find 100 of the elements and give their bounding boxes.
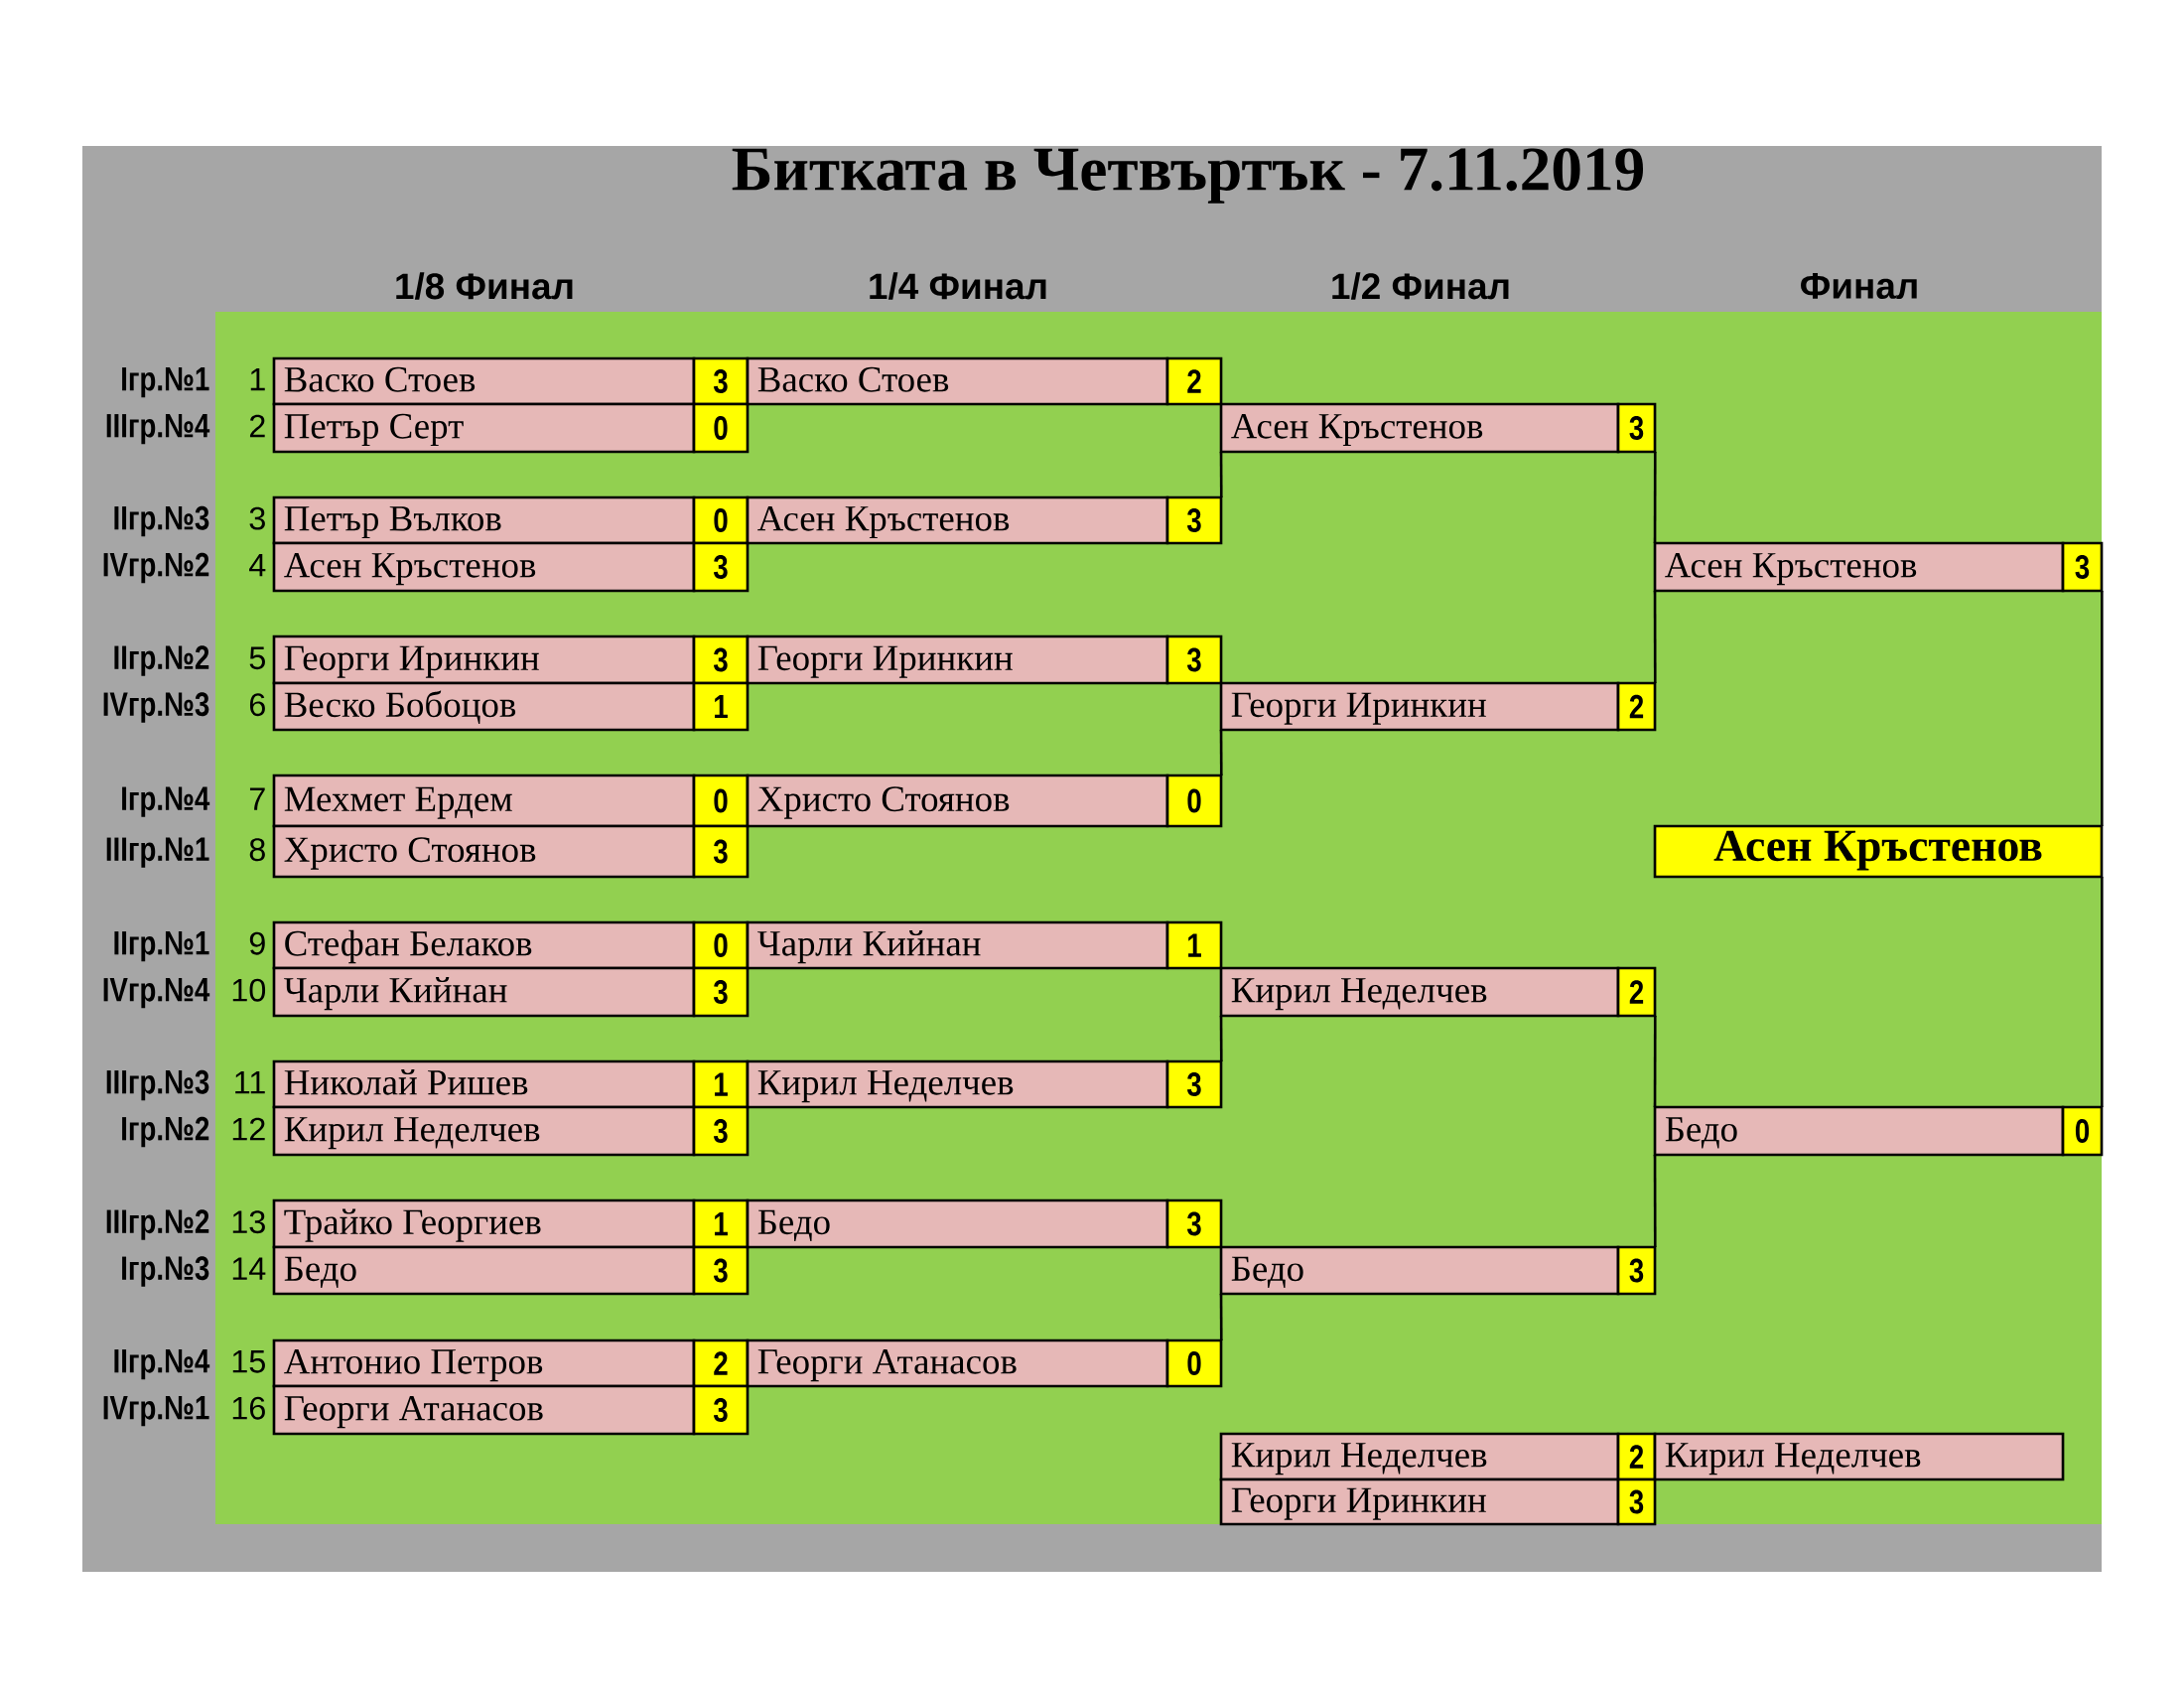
player-name-cell: Кирил Неделчев (1219, 1432, 1620, 1481)
title: Битката в Четвъртък - 7.11.2019 (732, 148, 1644, 204)
seed-number: 5 (249, 646, 265, 670)
player-name-cell: Георги Атанасов (746, 1338, 1169, 1388)
group-label: Iгр.№4 (122, 786, 210, 817)
player-name-cell: Бедо (1219, 1245, 1620, 1296)
group-label: IVгр.№4 (103, 978, 210, 1009)
score-cell: 0 (692, 495, 750, 545)
connector-line (2100, 877, 2104, 1107)
group-label: IIгр.№2 (114, 645, 209, 676)
score-cell: 3 (2061, 541, 2104, 593)
player-name-cell: Кирил Неделчев (1653, 1432, 2065, 1481)
group-label: IVгр.№2 (103, 552, 209, 584)
connector-line (1653, 452, 1657, 543)
group-label: Iгр.№3 (122, 1256, 209, 1287)
group-label: IVгр.№3 (103, 692, 209, 723)
score-cell: 0 (692, 774, 750, 828)
player-name-cell: Антонио Петров (272, 1338, 696, 1388)
score-cell: 3 (1616, 1245, 1657, 1296)
seed-number: 16 (232, 1396, 265, 1420)
player-name-cell: Чарли Кийнан (272, 966, 696, 1018)
score-cell: 1 (692, 681, 750, 732)
player-name-cell: Георги Иринкин (1219, 681, 1620, 732)
score-cell: 1 (692, 1198, 750, 1249)
connector-line (2100, 591, 2104, 826)
player-name-cell: Васко Стоев (272, 356, 696, 406)
player-name-cell: Георги Иринкин (1219, 1477, 1620, 1526)
seed-number: 15 (232, 1350, 265, 1373)
score-cell: 3 (692, 1245, 750, 1296)
score-cell: 0 (1165, 774, 1223, 828)
player-name-cell: Николай Ришев (272, 1059, 696, 1109)
score-cell: 3 (1165, 1059, 1223, 1109)
player-name-cell: Стефан Белаков (272, 920, 696, 970)
connector-line (1219, 730, 1223, 775)
group-label: IVгр.№1 (103, 1396, 209, 1427)
player-name-cell: Асен Кръстенов (746, 495, 1169, 545)
seed-number: 6 (249, 693, 265, 717)
group-label: IIгр.№3 (114, 505, 209, 537)
score-cell: 1 (1165, 920, 1223, 970)
player-name-cell: Петър Серт (272, 402, 696, 454)
score-cell: 3 (1616, 402, 1657, 454)
score-cell: 3 (1165, 1198, 1223, 1249)
player-name-cell: Веско Бобоцов (272, 681, 696, 732)
connector-line (1219, 452, 1223, 497)
score-cell: 3 (1165, 495, 1223, 545)
group-label: Iгр.№2 (122, 1116, 209, 1148)
player-name-cell: Бедо (1653, 1105, 2065, 1157)
group-label: IIIгр.№1 (106, 837, 209, 868)
seed-number: 3 (249, 506, 265, 530)
score-cell: 2 (1616, 966, 1657, 1018)
seed-number: 13 (232, 1210, 265, 1234)
score-cell: 3 (692, 824, 750, 879)
player-name-cell: Георги Иринкин (272, 634, 696, 685)
score-cell: 2 (1165, 356, 1223, 406)
score-cell: 3 (692, 1384, 750, 1436)
connector-line (1653, 1016, 1657, 1107)
seed-number: 8 (249, 838, 265, 862)
winner-cell: Асен Кръстенов (1653, 824, 2104, 879)
connector-line (1653, 1155, 1657, 1247)
round-heading: 1/4 Финал (870, 272, 1046, 300)
player-name-cell: Георги Иринкин (746, 634, 1169, 685)
player-name-cell: Асен Кръстенов (1653, 541, 2065, 593)
score-cell: 3 (1616, 1477, 1657, 1526)
seed-number: 1 (250, 368, 265, 391)
player-name-cell: Кирил Неделчев (272, 1105, 696, 1157)
score-cell: 3 (1165, 634, 1223, 685)
player-name-cell: Христо Стоянов (272, 824, 696, 879)
player-name-cell: Кирил Неделчев (1219, 966, 1620, 1018)
round-heading: Финал (1801, 273, 1917, 299)
score-cell: 2 (1616, 681, 1657, 732)
group-label: IIгр.№1 (114, 931, 209, 962)
round-heading: 1/2 Финал (1332, 272, 1509, 300)
player-name-cell: Христо Стоянов (746, 774, 1169, 828)
seed-number: 11 (235, 1071, 265, 1094)
seed-number: 2 (249, 414, 265, 438)
player-name-cell: Асен Кръстенов (1219, 402, 1620, 454)
group-label: IIIгр.№2 (106, 1209, 209, 1240)
connector-line (1653, 591, 1657, 683)
score-cell: 1 (692, 1059, 750, 1109)
player-name-cell: Бедо (746, 1198, 1169, 1249)
player-name-cell: Мехмет Ердем (272, 774, 696, 828)
group-label: IIIгр.№4 (106, 414, 210, 445)
score-cell: 2 (692, 1338, 750, 1388)
score-cell: 2 (1616, 1432, 1657, 1481)
seed-number: 12 (232, 1117, 265, 1141)
player-name-cell: Бедо (272, 1245, 696, 1296)
player-name-cell: Георги Атанасов (272, 1384, 696, 1436)
seed-number: 4 (249, 554, 266, 577)
round-heading: 1/8 Финал (396, 272, 573, 300)
score-cell: 0 (2061, 1105, 2104, 1157)
connector-line (1219, 1016, 1223, 1061)
score-cell: 0 (1165, 1338, 1223, 1388)
player-name-cell: Трайко Георгиев (272, 1198, 696, 1249)
score-cell: 0 (692, 920, 750, 970)
player-name-cell: Асен Кръстенов (272, 541, 696, 593)
seed-number: 14 (232, 1257, 266, 1280)
player-name-cell: Кирил Неделчев (746, 1059, 1169, 1109)
group-label: Iгр.№1 (122, 367, 209, 398)
score-cell: 3 (692, 1105, 750, 1157)
seed-number: 10 (232, 978, 266, 1002)
